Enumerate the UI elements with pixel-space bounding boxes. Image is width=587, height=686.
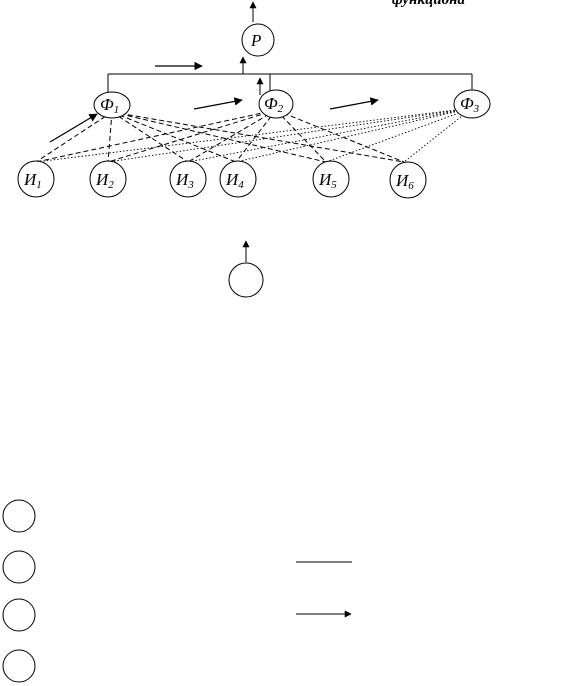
legend-circle-2 [2,550,36,584]
source-node-label: И6 [395,171,414,192]
legend [2,499,352,683]
function-node-f2: Ф2 [258,89,294,119]
legend-circle-3 [2,598,36,632]
source-node-3: И3 [169,160,207,198]
source-node-label: И3 [175,170,194,191]
function-node-label: Ф1 [100,95,119,116]
source-node-4: И4 [219,160,257,198]
source-node-1: И1 [17,160,55,198]
function-node-label: Ф2 [264,94,284,115]
flow-arrow-into-f1 [49,113,98,143]
function-node-label: Ф3 [460,94,480,115]
source-node-6: И6 [389,161,427,199]
source-node-label: И2 [95,170,114,191]
result-node [241,23,275,57]
source-node-label: И1 [23,170,42,191]
legend-circle-1 [2,499,36,533]
source-node-label: И5 [318,170,337,191]
flow-arrow-f1-f2 [193,97,243,110]
connections-f3 [35,107,473,163]
source-node-5: И5 [312,160,350,198]
connections-f2 [35,109,405,163]
legend-circle-4 [2,649,36,683]
lone-node [228,262,264,298]
function-node-f1: Ф1 [93,91,131,119]
result-node-label: P [250,31,261,50]
connections-f1 [35,111,405,163]
source-node-2: И2 [89,160,127,198]
flow-arrow-f2-f3 [329,97,379,110]
corner-text: функциона [392,0,465,8]
function-node-f3: Ф3 [453,89,491,119]
source-node-label: И4 [225,170,244,191]
